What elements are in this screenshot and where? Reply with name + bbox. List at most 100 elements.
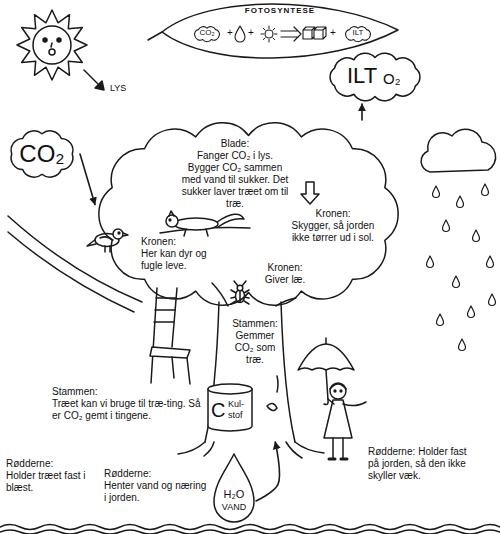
bird [123,233,128,236]
light-arrow [84,70,100,86]
chair [172,288,177,347]
branches [212,283,228,306]
shade-arrow [301,182,319,204]
bird [118,232,120,234]
photosynthesis-leaf-outline [281,27,301,41]
raindrops [487,256,494,268]
raindrops [457,196,464,208]
squirrel [174,218,218,230]
photosynthesis-leaf-outline [162,4,398,58]
tree-trunk: CKul- stof Stammen:Gemmer CO₂ som træ. [205,306,295,442]
raindrops [427,184,496,351]
girl-with-umbrella [333,438,343,458]
photosynthesis-leaf-outline [303,27,315,39]
sun [51,43,52,47]
photosynthesis-leaf-outline [265,30,273,38]
crown-text: Giver læ. [255,274,315,286]
photosynthesis-leaf-outline [195,27,220,42]
girl-with-umbrella [330,384,346,389]
part-heading: Stammen: [52,386,202,398]
light-label: LYS [110,83,140,94]
tree-trunk-outline [267,403,277,410]
cloud-text: ILT [347,63,383,89]
oxygen-cloud-outline [330,53,420,101]
photosynthesis-leaf-outline [148,32,162,40]
sun [17,10,87,80]
shade-arrow [301,182,319,204]
flow-arrow [80,154,95,205]
flow-arrow [361,104,363,120]
sun [49,49,55,55]
ground [0,530,500,534]
label-group: Rødderne:Holder fast på jorden, så den i… [368,446,478,482]
chair [150,347,190,358]
raindrops [468,306,475,318]
crown-text: Kronen: [255,262,315,274]
carbon-container-outline [208,389,252,431]
bird [87,229,128,252]
container-text: C [211,398,227,422]
carbon-container: CKul- stof [207,382,253,432]
photosynthesis-leaf-outline [235,26,245,42]
photosynthesis-leaf-outline [346,27,371,42]
note-text: Henter vand og næring i jorden. [104,480,209,504]
rain-cloud [421,129,496,172]
raindrops [473,230,480,242]
light-arrow [84,70,104,90]
leaf-text: FOTOSYNTESE [230,6,330,16]
sun [57,38,61,42]
girl-with-umbrella [328,399,334,404]
chair [150,288,190,384]
carbon-container-outline [208,384,252,394]
girl-with-umbrella [340,390,342,392]
wind-lines [8,232,134,312]
crown-text: Fanger CO₂ i lys. Bygger CO₂ sammen med … [180,150,290,210]
photosynthesis-leaf-outline [148,4,398,58]
leaf-text: + [246,27,256,39]
co2-cloud: CO₂ [4,126,80,182]
note-text: Holder træet fast i blæst. [6,470,89,494]
drawing [0,10,500,534]
raindrops [437,314,444,326]
light-arrow [95,81,104,90]
squirrel [217,214,244,227]
drop-text: VAND [212,502,256,513]
photosynthesis-leaf-outline [314,27,326,39]
drop-text: H₂O [212,488,256,501]
squirrel [184,229,208,236]
part-heading: Rødderne: [6,458,89,470]
squirrel [169,219,171,221]
flow-arrow [256,442,280,501]
photosynthesis-leaf-outline [261,26,277,42]
trunk-text: Stammen: [225,318,285,330]
bird [113,229,123,239]
raindrops [489,294,496,306]
tree-crown-outline [99,123,398,305]
beetle [237,285,243,291]
sun [33,26,71,64]
squirrel [166,211,244,236]
raindrops [459,339,466,351]
crown-text: Her kan dyr og fugle leve. [141,248,215,272]
crown-text: Kronen: [283,208,383,220]
part-heading: Rødderne: [104,468,209,480]
oxygen-cloud-outline [330,53,420,101]
chair [154,298,176,322]
girl-with-umbrella [325,338,327,344]
tree-trunk-outline [277,376,278,392]
trunk-text: Gemmer CO₂ som træ. [227,330,283,366]
leaf-text: + [225,27,235,39]
note-text: Træet kan vi bruge til træ-ting. Så er C… [52,398,202,422]
squirrel [169,211,174,216]
ground [0,525,500,534]
girl-with-umbrella [343,402,366,406]
tree-trunk-outline [281,302,295,442]
bird [105,246,110,252]
raindrops [433,186,440,198]
tree-crown: Blade:Fanger CO₂ i lys. Bygger CO₂ samme… [95,120,402,308]
crown-text: Kronen: [141,236,215,248]
raindrops [427,256,434,268]
squirrel [166,215,178,227]
